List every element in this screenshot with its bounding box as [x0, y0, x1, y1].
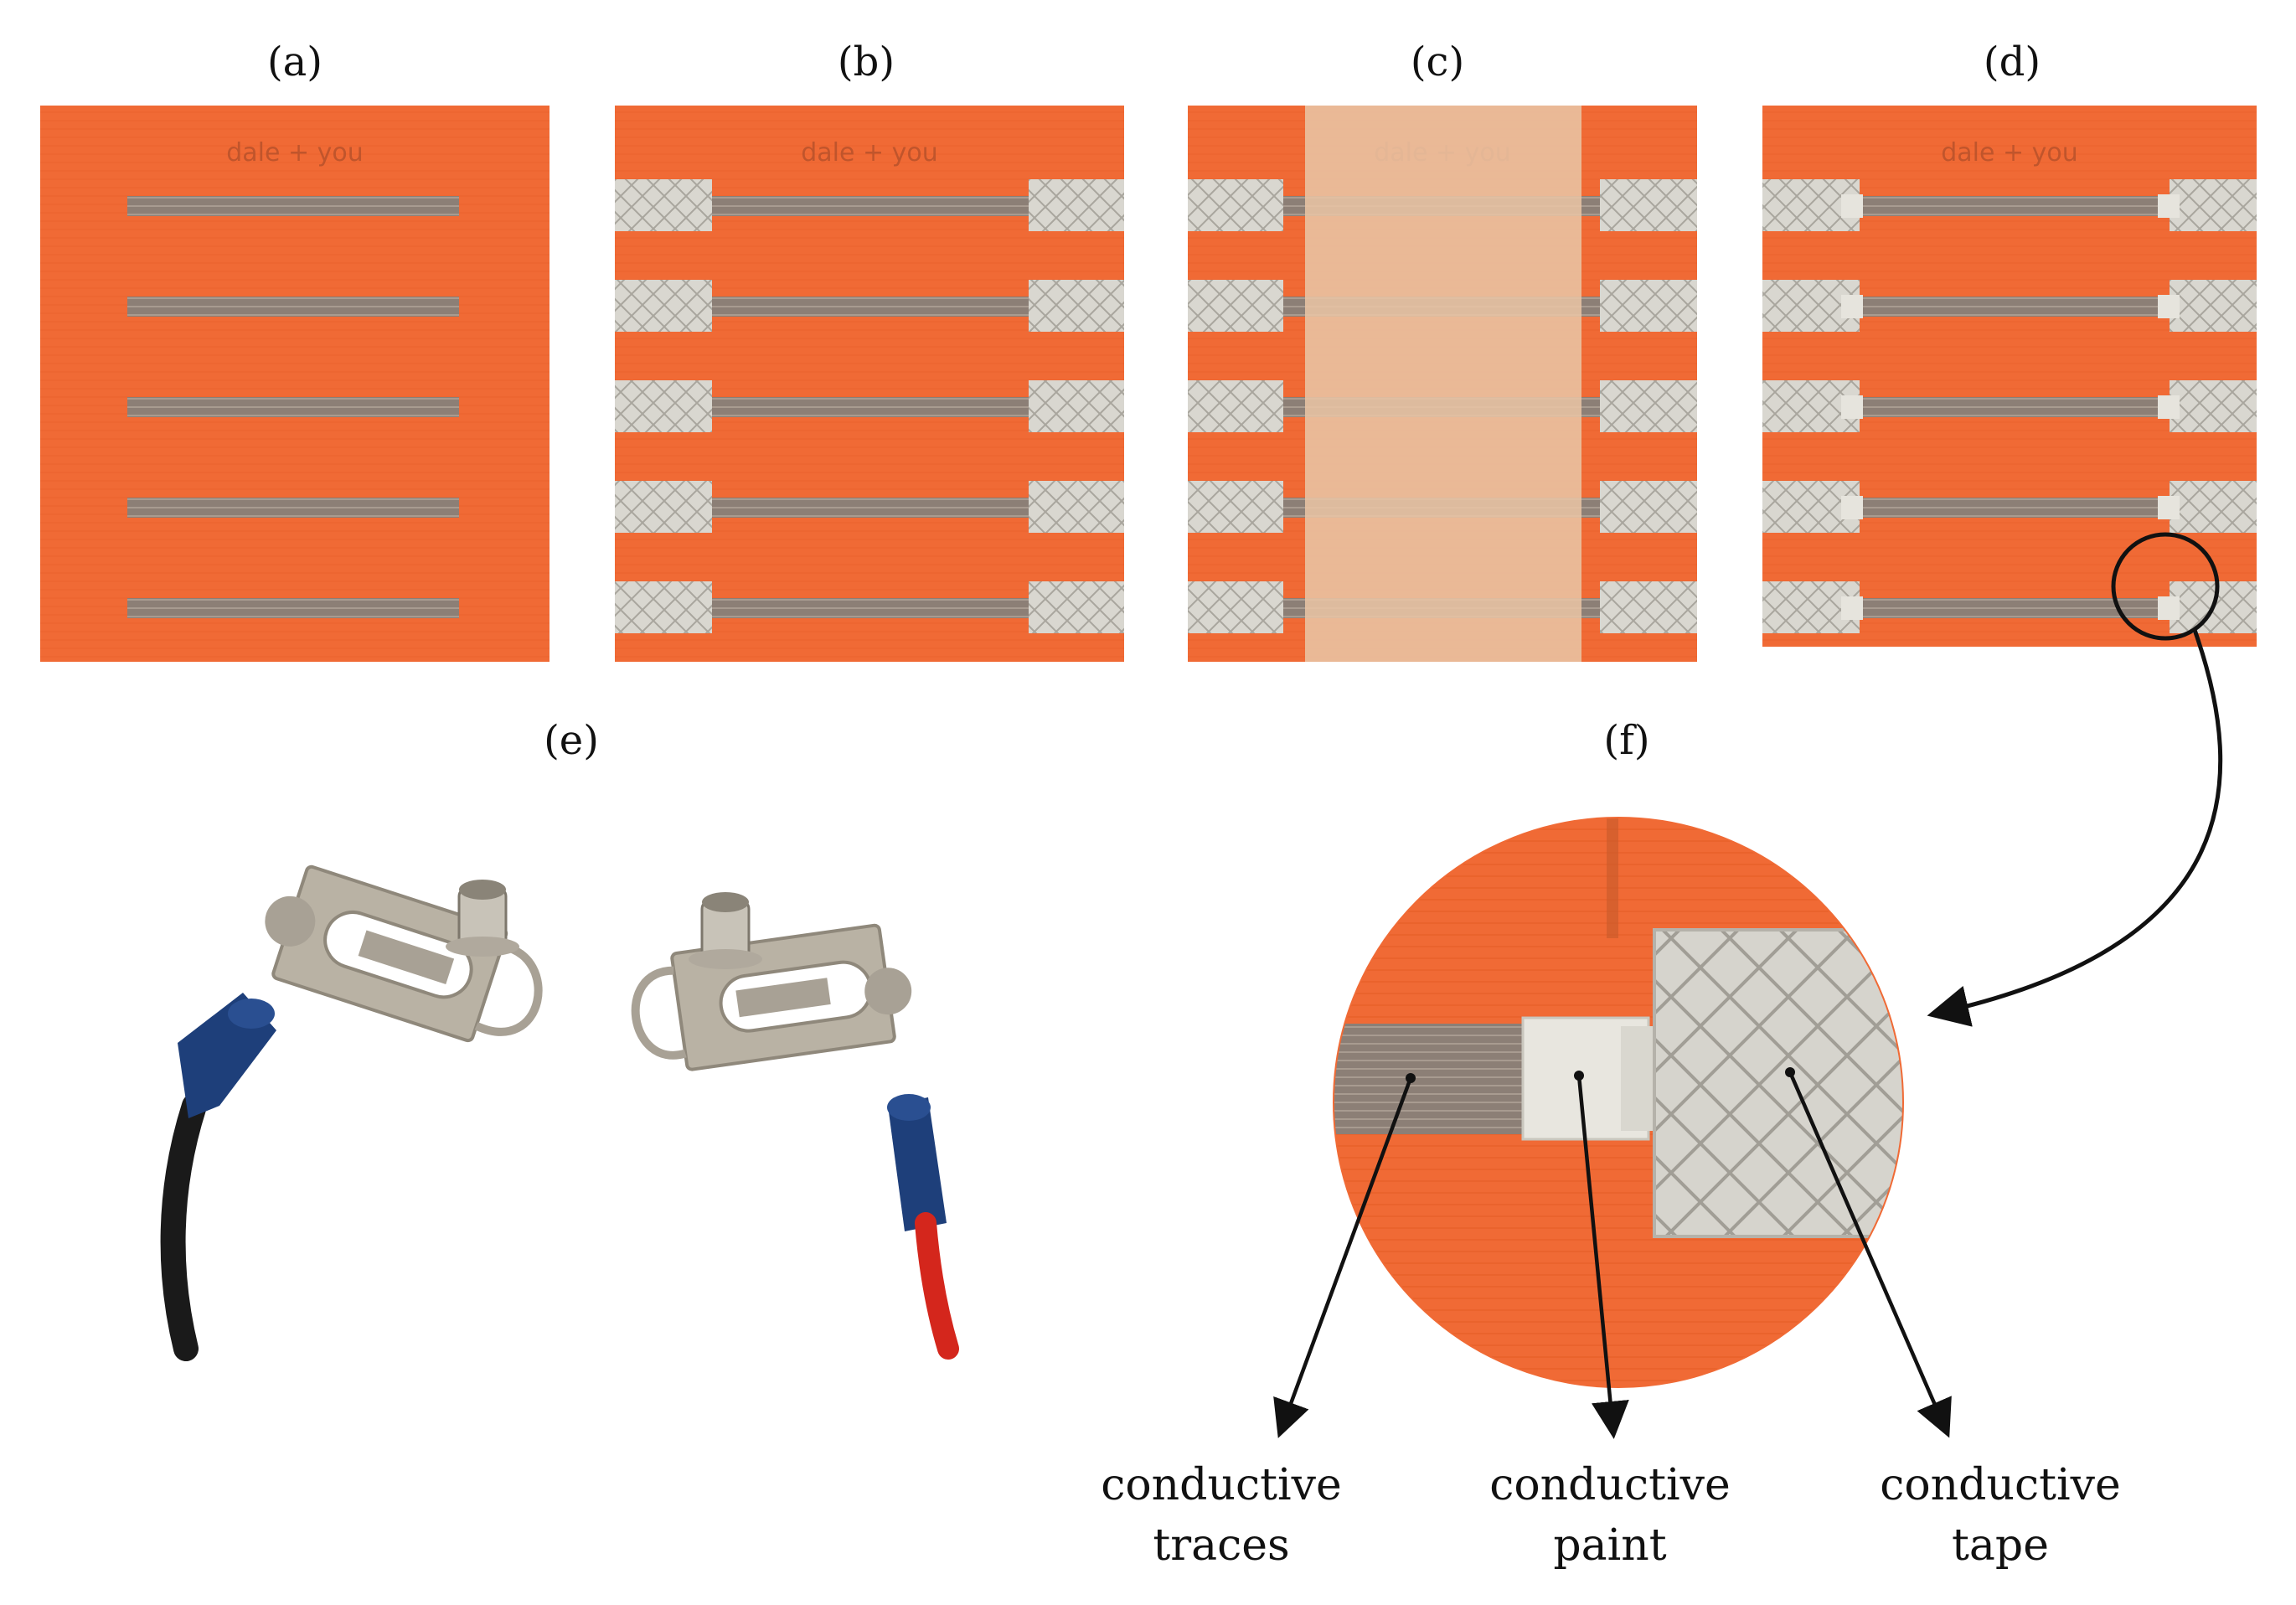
- black-wire: [160, 1093, 207, 1361]
- board-photo-c: dale + you: [1188, 106, 1697, 662]
- conductive-trace: [1851, 297, 2178, 317]
- tape-pad-right: [1029, 581, 1124, 633]
- board-engraving: dale + you: [1941, 138, 2078, 168]
- tape-pad-left: [1188, 581, 1283, 633]
- masking-tape: [1305, 106, 1581, 662]
- board-substrate: [40, 106, 549, 662]
- tape-pad-left: [615, 481, 712, 533]
- conductive-trace: [127, 498, 459, 518]
- tape-pad-right: [1029, 179, 1124, 231]
- conductive-trace: [704, 297, 1037, 317]
- conductive-trace: [704, 397, 1037, 417]
- tape-pad-right: [1600, 280, 1697, 332]
- panel-label-f: (f): [1603, 717, 1649, 764]
- board-photo-b: dale + you: [615, 106, 1124, 662]
- paint-dab-left: [1841, 596, 1863, 620]
- tape-pad-left: [615, 581, 712, 633]
- label-conductive-tape-1: conductive: [1880, 1460, 2121, 1510]
- clamp-photo-e: [160, 864, 959, 1361]
- zoom-detail-f: [1333, 817, 1904, 1388]
- paint-dab-right: [2158, 395, 2180, 419]
- conductive-trace: [1851, 498, 2178, 518]
- tape-pad-right: [1029, 481, 1124, 533]
- label-conductive-traces-2: traces: [1153, 1520, 1289, 1571]
- zoom-highlight-circle: [2111, 532, 2220, 641]
- blue-insulator-right: [888, 1097, 947, 1231]
- conductive-trace: [1851, 397, 2178, 417]
- conductive-trace: [704, 498, 1037, 518]
- conductive-trace: [1851, 598, 2178, 618]
- conductive-trace: [704, 196, 1037, 216]
- tape-pad-right: [1600, 380, 1697, 432]
- paint-dab-right: [2158, 496, 2180, 519]
- tape-pad-left: [1188, 481, 1283, 533]
- label-conductive-traces-1: conductive: [1101, 1460, 1342, 1510]
- tape-pad-right: [2170, 179, 2257, 231]
- panel-label-d: (d): [1984, 39, 2041, 85]
- paint-dab-right: [2158, 194, 2180, 218]
- conductive-trace: [127, 598, 459, 618]
- board-engraving: dale + you: [226, 138, 364, 168]
- conductive-trace: [127, 297, 459, 317]
- tape-pad-left: [1188, 179, 1283, 231]
- conductive-trace: [127, 196, 459, 216]
- tape-pad-right: [2170, 380, 2257, 432]
- board-photo-d: dale + you: [1762, 106, 2257, 647]
- arrow-traces: [1273, 1077, 1413, 1438]
- paint-dab-left: [1841, 295, 1863, 318]
- tape-pad-left: [615, 280, 712, 332]
- paint-dab-left: [1841, 496, 1863, 519]
- tape-pad-right: [1600, 481, 1697, 533]
- tape-pad-right: [1029, 280, 1124, 332]
- conductive-trace: [704, 598, 1037, 618]
- board-engraving: dale + you: [801, 138, 938, 168]
- zoom-connector-arrow: [1927, 629, 2223, 1027]
- paint-dab-left: [1841, 395, 1863, 419]
- arrow-tape: [1788, 1071, 1952, 1438]
- tape-pad-left: [1188, 280, 1283, 332]
- tape-pad-right: [1600, 581, 1697, 633]
- tape-pad-left: [615, 380, 712, 432]
- paint-dab-left: [1841, 194, 1863, 218]
- panel-label-b: (b): [838, 39, 895, 85]
- paint-dab-right: [2158, 596, 2180, 620]
- zoom-conductive-tape: [1653, 928, 1903, 1238]
- tape-pad-right: [2170, 481, 2257, 533]
- panel-label-e: (e): [544, 717, 599, 764]
- panel-label-a: (a): [267, 39, 322, 85]
- arrow-paint: [1576, 1075, 1629, 1439]
- panel-label-c: (c): [1411, 39, 1464, 85]
- board-photo-a: dale + you: [40, 106, 549, 662]
- tape-pad-left: [1188, 380, 1283, 432]
- zoom-conductive-traces: [1334, 1024, 1525, 1134]
- tape-pad-right: [2170, 280, 2257, 332]
- label-conductive-paint-1: conductive: [1489, 1460, 1731, 1510]
- paint-dab-right: [2158, 295, 2180, 318]
- conductive-trace: [1851, 196, 2178, 216]
- tape-pad-left: [615, 179, 712, 231]
- label-conductive-paint-2: paint: [1553, 1520, 1666, 1571]
- red-wire: [915, 1212, 959, 1360]
- tape-pad-right: [1029, 380, 1124, 432]
- tape-pad-right: [1600, 179, 1697, 231]
- conductive-trace: [127, 397, 459, 417]
- label-conductive-tape-2: tape: [1952, 1520, 2049, 1571]
